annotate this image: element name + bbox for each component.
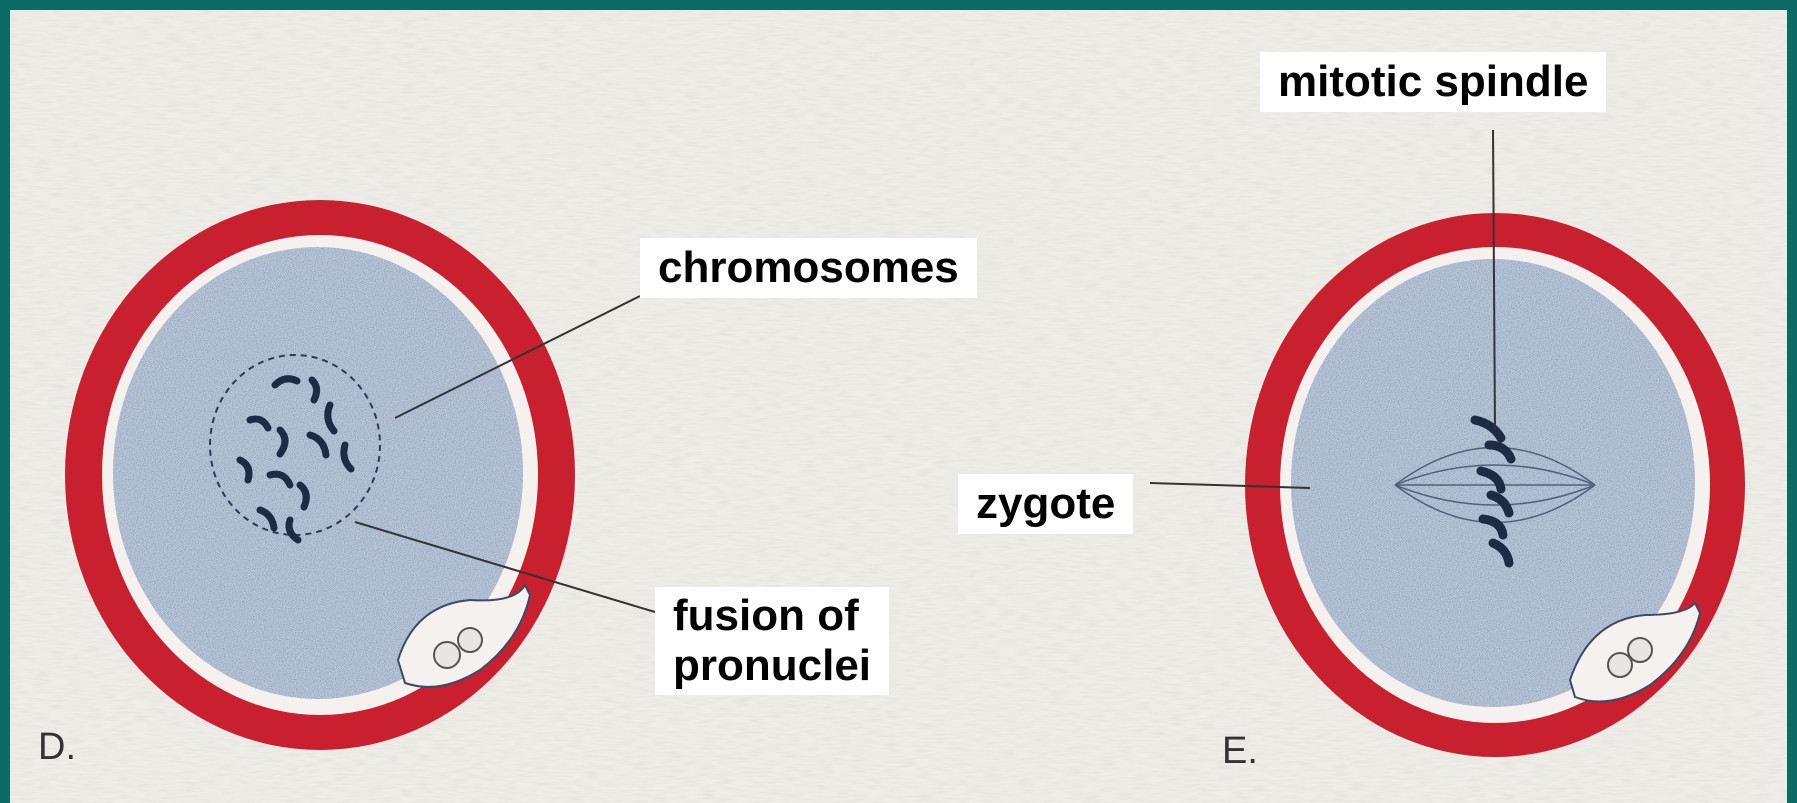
label-mitotic-spindle: mitotic spindle	[1260, 52, 1606, 112]
panel-letter-d: D.	[38, 726, 76, 769]
label-zygote: zygote	[958, 474, 1133, 534]
label-fusion-line1: fusion of	[673, 591, 871, 641]
label-chromosomes: chromosomes	[640, 238, 977, 298]
cell-d	[65, 200, 575, 750]
polar-body-e-1	[1608, 653, 1632, 677]
polar-body-d-2	[458, 628, 482, 652]
polar-body-e-2	[1628, 638, 1652, 662]
polar-body-d-1	[434, 642, 460, 668]
label-fusion-of-pronuclei: fusion of pronuclei	[655, 587, 889, 695]
label-fusion-line2: pronuclei	[673, 641, 871, 691]
panel-letter-e: E.	[1222, 730, 1258, 773]
